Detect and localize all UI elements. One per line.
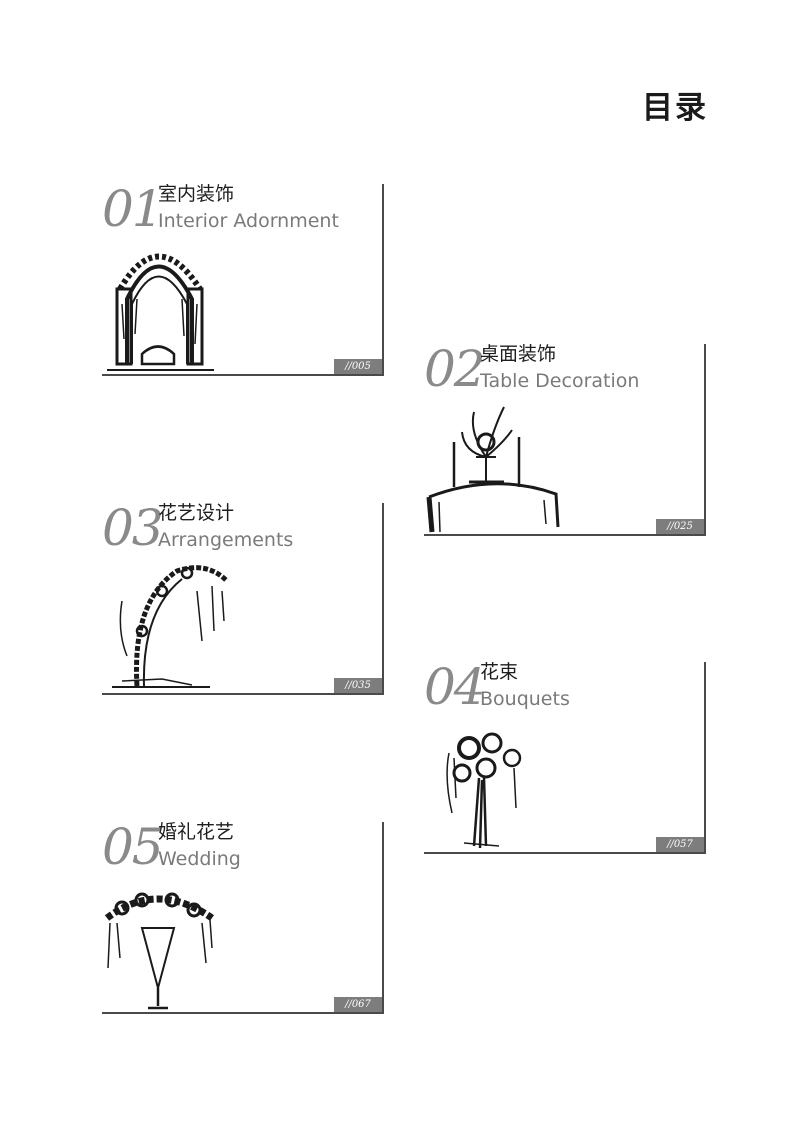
page-number-tag: //005 [334,359,382,374]
toc-entry-arrangements[interactable]: 03 花艺设计 Arrangements //035 [102,503,384,695]
toc-entry-table-decoration[interactable]: 02 桌面装饰 Table Decoration //025 [424,344,706,536]
page-title: 目录 [642,90,708,126]
frame-divider [102,693,384,695]
frame-divider [424,534,706,536]
section-number: 02 [424,340,486,398]
frame-divider [382,822,384,1014]
page-number-tag: //057 [656,837,704,852]
section-title-zh: 桌面装饰 [480,343,557,365]
section-title-zh: 花艺设计 [158,502,235,524]
section-title-en: Wedding [158,848,241,870]
section-title-en: Interior Adornment [158,210,339,232]
arch-icon [107,253,214,371]
frame-divider [704,344,706,536]
frame-divider [102,1012,384,1014]
floral-arch-icon [112,565,229,688]
bouquet-icon [446,732,522,849]
section-number: 03 [102,499,164,557]
page-number-tag: //067 [334,997,382,1012]
section-title-en: Arrangements [158,529,294,551]
frame-divider [704,662,706,854]
section-title-en: Table Decoration [480,370,640,392]
section-title-en: Bouquets [480,688,570,710]
page-number-tag: //035 [334,678,382,693]
frame-divider [382,503,384,695]
frame-divider [382,184,384,376]
vase-arrangement-icon [104,892,214,1010]
toc-entry-interior-adornment[interactable]: 01 室内装饰 Interior Adornment //005 [102,184,384,376]
section-number: 05 [102,818,164,876]
section-number: 01 [102,180,164,238]
section-title-zh: 花束 [480,661,519,683]
toc-entry-wedding[interactable]: 05 婚礼花艺 Wedding //067 [102,822,384,1014]
section-number: 04 [424,658,486,716]
frame-divider [424,852,706,854]
section-title-zh: 婚礼花艺 [158,821,235,843]
table-centerpiece-icon [426,406,560,533]
section-title-zh: 室内装饰 [158,183,235,205]
page-number-tag: //025 [656,519,704,534]
frame-divider [102,374,384,376]
toc-entry-bouquets[interactable]: 04 花束 Bouquets //057 [424,662,706,854]
